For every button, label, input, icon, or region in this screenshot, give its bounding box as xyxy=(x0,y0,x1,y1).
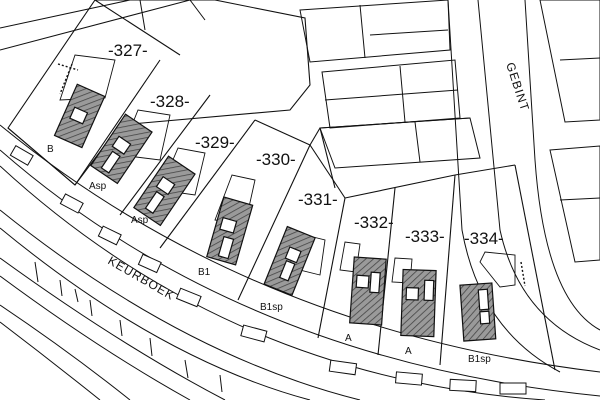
plot-number-333: -333- xyxy=(405,227,445,246)
type-label-330: B1 xyxy=(198,267,211,278)
top-road-line-1 xyxy=(0,0,131,29)
type-label-332: A xyxy=(345,333,352,344)
type-labels: B Asp Asp B1 B1sp A A B1sp xyxy=(47,144,491,365)
dotted-boundaries xyxy=(57,63,526,287)
house-332 xyxy=(349,256,387,326)
house-334 xyxy=(459,282,497,342)
top-road-line-2 xyxy=(0,0,191,51)
house-333 xyxy=(400,268,437,338)
plot-number-328: -328- xyxy=(150,92,190,111)
plot-number-331: -331- xyxy=(298,190,338,209)
plot-number-327: -327- xyxy=(108,41,148,60)
plot-number-330: -330- xyxy=(256,150,296,169)
plot-number-334: -334- xyxy=(464,229,504,248)
plot-labels: -327- -328- -329- -330- -331- -332- -333… xyxy=(108,41,504,248)
rail-line-5 xyxy=(0,304,131,401)
house-329 xyxy=(133,155,196,227)
house-331 xyxy=(263,225,316,297)
type-label-327: B xyxy=(47,144,54,155)
road-edge-plots xyxy=(0,124,600,373)
rail-line-6 xyxy=(0,321,101,401)
house-328 xyxy=(90,113,153,185)
rail-line-4 xyxy=(0,275,191,401)
plot-number-332: -332- xyxy=(354,213,394,232)
type-label-331: B1sp xyxy=(260,302,283,313)
north-buildings xyxy=(139,0,481,169)
type-label-329: Asp xyxy=(131,215,149,226)
parking-bays xyxy=(9,144,527,395)
house-327 xyxy=(53,83,106,149)
rail-ticks xyxy=(34,261,223,393)
houses xyxy=(53,83,497,342)
type-label-334: B1sp xyxy=(468,354,491,365)
rail-line-1 xyxy=(0,209,361,401)
block-outline-west xyxy=(7,0,311,186)
type-label-333: A xyxy=(405,346,412,357)
rail-line-3 xyxy=(0,257,226,401)
house-330 xyxy=(206,196,254,266)
rail-line-2 xyxy=(0,227,311,401)
plot-number-329: -329- xyxy=(195,133,235,152)
type-label-328: Asp xyxy=(89,181,107,192)
